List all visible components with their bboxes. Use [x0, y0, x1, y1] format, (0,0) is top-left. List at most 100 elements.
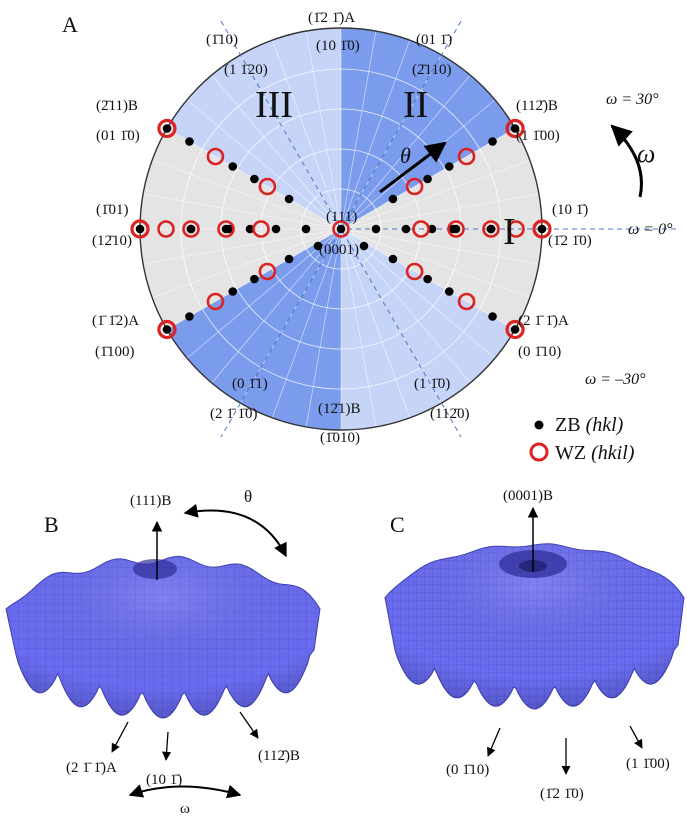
- pole-top-left-wz: (1 1̄20): [224, 62, 268, 78]
- d-zb-30-60: [388, 194, 398, 204]
- rim-zb-marker-180: [135, 224, 145, 234]
- grid-spoke-170: [143, 193, 342, 230]
- pole-bottom-right-zb: (1 1̄0): [414, 376, 450, 392]
- omega-symbol: ω: [637, 139, 655, 168]
- center-wz-marker: [332, 220, 350, 238]
- d-zb-330-175: [488, 312, 497, 321]
- legend-wz-label: WZ: [555, 442, 591, 464]
- surface-b-theta: θ: [244, 487, 252, 506]
- pole-center-zb: (111): [326, 209, 357, 225]
- pole-right-wz: (1̄2 1̄0): [548, 233, 592, 249]
- grid-spoke-340: [340, 228, 530, 299]
- surface-c-shading: [385, 543, 684, 709]
- grid-spoke-80: [340, 31, 377, 230]
- pole-bottom-left-wz: (2 1̄ 1̄0): [210, 406, 258, 422]
- surface-c-left-arrow: [487, 727, 501, 757]
- h-wz-l-115: [217, 220, 235, 238]
- grid-spoke-280: [340, 228, 377, 427]
- surface-b-dimple: [133, 559, 177, 579]
- pole-labels: (111) (0001) (1̄2 1̄)A (10 1̄0) (12̄1)B …: [92, 10, 592, 446]
- rim-wz-marker-30: [505, 118, 525, 139]
- pole-upper-left-zb: (2̄11)B: [96, 98, 138, 114]
- h-zb-r-91: [427, 224, 437, 234]
- grid-spoke-230: [211, 228, 342, 384]
- d-wz-30-145: [457, 147, 476, 166]
- h-zb-r-65: [401, 224, 411, 234]
- center-extra-zb-0: [313, 241, 323, 251]
- h-wz-r-175: [507, 220, 525, 238]
- h-wz-l-150: [182, 220, 200, 238]
- d-zb-150-125: [228, 162, 238, 171]
- d-wz-330-85: [405, 262, 424, 281]
- pole-right-zb: (10 1̄): [552, 202, 588, 218]
- d-zb-210-60: [284, 254, 294, 264]
- surface-b: θ (111)B (2 1̄ 1̄)A (10 1̄) (112̄)B ω: [5, 487, 321, 817]
- pole-bottom-zb: (12̄1)B: [318, 401, 361, 417]
- d-wz-150-145: [206, 147, 225, 166]
- grid-spoke-130: [211, 74, 342, 230]
- grid-spoke-310: [340, 228, 471, 384]
- h-zb-l-91: [245, 224, 255, 234]
- surface-c-right-arrow: [629, 725, 643, 749]
- d-zb-210-175: [185, 312, 194, 321]
- legend-zb-index: (hkl): [586, 414, 624, 436]
- pole-left-wz: (12̄10): [92, 233, 132, 249]
- region-label-i: I: [503, 211, 516, 253]
- grid-spoke-260: [305, 228, 342, 427]
- grid-spoke-290: [340, 228, 411, 418]
- rim-zb-marker-210: [162, 325, 172, 334]
- grid-spoke-220: [186, 228, 342, 359]
- d-zb-150-100: [250, 174, 259, 184]
- pole-lower-right-zb: (2 1̄ 1̄)A: [518, 313, 569, 329]
- pole-markers: [130, 118, 552, 340]
- rim-wz-marker-210: [157, 319, 177, 340]
- h-zb-l-35: [301, 224, 311, 234]
- pole-bottom-wz: (1̄010): [320, 430, 360, 446]
- surface-b-omega-arrow: [128, 784, 242, 799]
- region-label-ii: II: [403, 84, 428, 126]
- rim-wz-marker-330: [505, 319, 525, 340]
- legend-zb-marker: [534, 420, 544, 430]
- pole-bottom-left-zb: (0 1̄1): [232, 376, 268, 392]
- dashed-axis-2: [220, 20, 462, 438]
- h-wz-r-150: [482, 220, 500, 238]
- surface-b-omega: ω: [180, 801, 190, 817]
- surface-b-right-label: (112̄)B: [258, 748, 300, 764]
- surface-c-right-label: (1 1̄00): [626, 756, 670, 772]
- grid-spoke-20: [340, 159, 530, 230]
- pole-lower-left-zb: (1̄ 1̄2)A: [92, 313, 139, 329]
- surface-c-left-label: (0 1̄10): [446, 762, 489, 778]
- d-zb-210-100: [250, 274, 259, 284]
- legend-zb-label: ZB: [555, 414, 586, 436]
- d-wz-330-145: [457, 292, 476, 311]
- grid-spoke-320: [340, 228, 496, 359]
- omega-arrow: [610, 124, 643, 198]
- grid-spoke-190: [143, 228, 342, 265]
- surface-b-mid-label: (10 1̄): [146, 772, 182, 788]
- pole-top-left-zb: (1̄10): [206, 32, 238, 48]
- surface-b-left-arrow: [111, 721, 129, 753]
- theta-symbol: θ: [400, 143, 411, 168]
- dashed-axes: [220, 20, 676, 438]
- surface-b-top-label: (111)B: [130, 493, 171, 509]
- h-wz-l-80: [252, 220, 270, 238]
- h-zb-l2-150: [186, 224, 196, 234]
- rim-wz-marker-180: [130, 219, 150, 239]
- grid-spoke-50: [340, 74, 471, 230]
- dashed-axis-1: [220, 20, 462, 438]
- pole-lower-left-wz: (1̄100): [95, 344, 134, 360]
- rim-zb-marker-30: [510, 124, 520, 133]
- h-zb-r2-150: [486, 224, 496, 234]
- pole-top-zb: (1̄2 1̄)A: [308, 10, 355, 26]
- d-wz-210-85: [258, 262, 277, 281]
- surface-b-shading: [6, 556, 320, 718]
- pole-upper-left-wz: (01 1̄0): [96, 128, 140, 144]
- surface-b-right-arrow: [239, 711, 259, 739]
- grid-spoke-140: [186, 99, 342, 230]
- h-zb-r-35: [371, 224, 381, 234]
- h-zb-l2-115: [221, 224, 231, 234]
- omega-30-label: ω = 30°: [606, 91, 659, 108]
- grid-spoke-250: [271, 228, 342, 418]
- legend-wz-index: (hkil): [591, 442, 635, 464]
